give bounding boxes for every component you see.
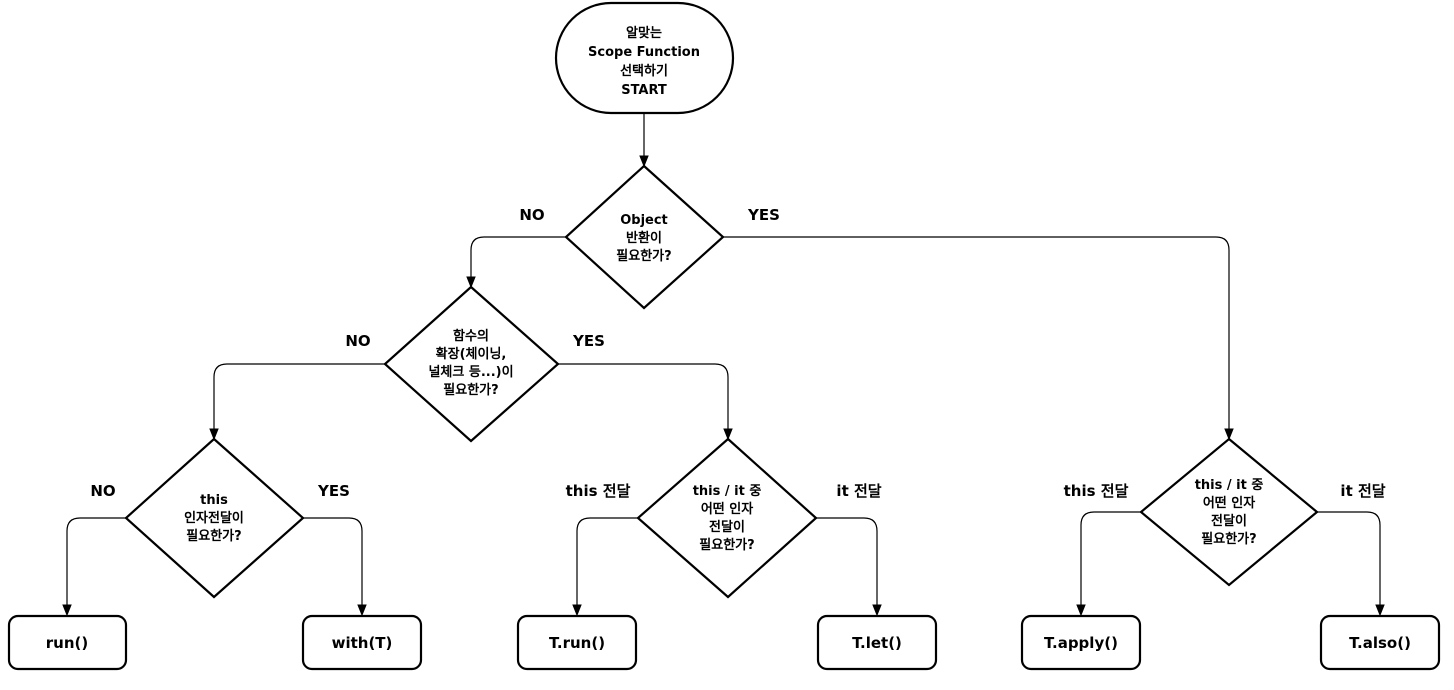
edge-left-it <box>816 517 878 607</box>
start-line-2: Scope Function <box>588 45 700 60</box>
label-object-yes: YES <box>747 206 780 224</box>
label-right-it: it 전달 <box>1340 482 1385 500</box>
label-left-this: this 전달 <box>566 482 631 500</box>
decision-text: 필요한가? <box>1201 531 1256 547</box>
start-node: 알맞는 Scope Function 선택하기 START <box>554 1 735 115</box>
result-label: T.also() <box>1349 634 1411 652</box>
decision-param-right: this / it 중 어떤 인자 전달이 필요한가? <box>1139 437 1319 587</box>
edge-right-it <box>1317 511 1381 607</box>
decision-text: 필요한가? <box>186 528 241 544</box>
label-left-it: it 전달 <box>836 482 881 500</box>
label-right-this: this 전달 <box>1064 482 1129 500</box>
result-label: run() <box>46 634 88 652</box>
arrowhead <box>1076 604 1086 617</box>
decision-this-param: this 인자전달이 필요한가? <box>124 437 305 599</box>
start-line-1: 알맞는 <box>626 26 662 41</box>
result-with: with(T) <box>301 614 423 671</box>
result-t-run: T.run() <box>516 614 638 671</box>
result-t-apply: T.apply() <box>1020 614 1142 671</box>
edge-this-yes <box>303 517 363 607</box>
decision-text: 어떤 인자 <box>701 501 753 517</box>
edge-left-this <box>576 517 638 607</box>
arrowhead <box>639 155 649 168</box>
edge-this-no <box>66 517 126 607</box>
arrowhead <box>209 428 219 441</box>
edge-extension-yes <box>558 363 729 431</box>
decision-text: 전달이 <box>1211 513 1247 529</box>
decision-param-left: this / it 중 어떤 인자 전달이 필요한가? <box>636 437 818 599</box>
arrowhead <box>1224 428 1234 441</box>
decision-text: 널체크 등...)이 <box>428 364 513 380</box>
decision-text: 함수의 <box>453 328 489 344</box>
edge-object-no <box>470 236 566 279</box>
decision-text: Object <box>620 213 668 228</box>
start-line-4: START <box>621 83 667 98</box>
label-this-no: NO <box>90 482 115 500</box>
arrowhead <box>1375 604 1385 617</box>
decision-text: this / it 중 <box>693 484 762 499</box>
result-label: T.run() <box>549 634 605 652</box>
label-this-yes: YES <box>317 482 350 500</box>
arrowhead <box>872 604 882 617</box>
decision-extension: 함수의 확장(체이닝, 널체크 등...)이 필요한가? <box>383 285 560 443</box>
start-line-3: 선택하기 <box>620 63 668 79</box>
arrowhead <box>62 604 72 617</box>
result-t-let: T.let() <box>816 614 938 671</box>
label-object-no: NO <box>519 206 544 224</box>
decision-text: 전달이 <box>709 519 745 535</box>
result-t-also: T.also() <box>1319 614 1441 671</box>
label-extension-no: NO <box>345 332 370 350</box>
label-extension-yes: YES <box>572 332 605 350</box>
result-label: T.apply() <box>1044 634 1118 652</box>
connectors <box>62 113 1385 617</box>
decision-text: this / it 중 <box>1195 478 1264 493</box>
result-label: with(T) <box>332 634 393 652</box>
decision-text: 필요한가? <box>443 382 498 398</box>
result-label: T.let() <box>852 634 902 652</box>
arrowhead <box>466 276 476 289</box>
decision-text: 필요한가? <box>616 248 671 264</box>
decision-object-return: Object 반환이 필요한가? <box>564 164 725 310</box>
edge-labels: NO YES NO YES NO YES this 전달 it 전달 this … <box>90 206 1385 500</box>
decision-text: this <box>200 493 228 508</box>
decision-text: 인자전달이 <box>184 510 244 526</box>
edge-extension-no <box>213 363 385 431</box>
decision-text: 필요한가? <box>699 537 754 553</box>
edge-object-yes <box>723 236 1230 431</box>
result-run: run() <box>7 614 128 671</box>
decision-text: 어떤 인자 <box>1203 495 1255 511</box>
decision-text: 반환이 <box>626 230 662 246</box>
arrowhead <box>723 428 733 441</box>
arrowhead <box>572 604 582 617</box>
arrowhead <box>357 604 367 617</box>
edge-right-this <box>1080 511 1141 607</box>
decision-text: 확장(체이닝, <box>436 346 507 362</box>
